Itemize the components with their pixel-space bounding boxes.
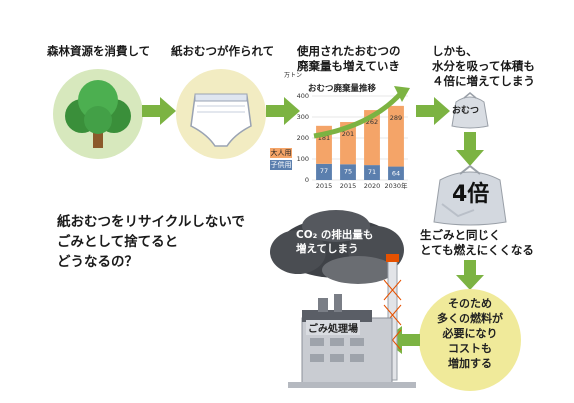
bar-adult-label: 201	[342, 130, 354, 138]
flow-arrow-1	[142, 97, 176, 125]
bar-adult	[340, 122, 356, 165]
step6-line5: 増加する	[448, 357, 492, 370]
step5-line2: とても燃えにくくなる	[420, 243, 534, 257]
step4-caption: しかも、 水分を吸って体積も ４倍に増えてしまう	[432, 44, 535, 89]
x-tick-label: 2015	[340, 182, 357, 190]
step2-caption: 紙おむつが作られて	[171, 44, 275, 58]
x-tick-label: 2015	[316, 182, 333, 190]
waste-chart: おむつ廃棄量推移 万トン 0 100 200 300 400 181 77 2015 201 75…	[268, 72, 418, 192]
bar-adult-label: 262	[366, 118, 378, 126]
y-tick-label: 100	[297, 155, 309, 163]
bar-adult	[388, 105, 404, 167]
paper-diaper-illustration	[176, 69, 266, 159]
bar-child	[388, 166, 404, 180]
incinerator-label: ごみ処理場	[306, 320, 360, 335]
times-four-label: 4倍	[452, 182, 490, 207]
y-tick-label: 300	[297, 113, 309, 121]
step3-caption: 使用されたおむつの 廃棄量も増えていき	[297, 44, 401, 74]
step4-line2: 水分を吸って体積も	[432, 59, 535, 73]
flow-arrow-3	[416, 97, 450, 125]
co2-line2: 増えてしまう	[296, 243, 359, 255]
legend-adult: 大人用	[270, 148, 292, 158]
trend-arrow-head	[394, 86, 410, 102]
cost-circle	[419, 289, 521, 391]
bar-child-label: 71	[368, 168, 376, 176]
bar-child	[340, 164, 356, 180]
bar-child	[316, 163, 332, 180]
step6-line1: そのため	[448, 297, 492, 310]
co2-line1: CO₂ の排出量も	[296, 229, 374, 241]
x-tick-label: 2020	[364, 182, 381, 190]
y-tick-label: 400	[297, 92, 309, 100]
smoke-cloud	[270, 210, 404, 284]
bar-adult-label: 181	[318, 134, 330, 142]
question-text: 紙おむつをリサイクルしないで ごみとして捨てると どうなるの？	[57, 212, 245, 272]
flow-arrow-down-2	[456, 260, 484, 290]
question-line3: どうなるの？	[57, 254, 138, 270]
step4-line3: ４倍に増えてしまう	[432, 74, 535, 88]
y-tick-label: 200	[297, 134, 309, 142]
chart-svg: 0 100 200 300 400 181 77 2015 201 75 2015 262 71 2020…	[297, 86, 410, 190]
forest-illustration	[53, 69, 143, 159]
step4-line1: しかも、	[432, 44, 478, 58]
step6-line4: コストも	[448, 342, 492, 355]
bar-child-label: 64	[392, 170, 400, 178]
chart-title: おむつ廃棄量推移	[308, 84, 377, 94]
step3-line2: 廃棄量も増えていき	[297, 59, 400, 73]
step6-caption: そのため 多くの燃料が 必要になり コストも 増加する	[418, 296, 522, 371]
step1-caption: 森林資源を消費して	[47, 44, 151, 58]
trend-arrow-shaft	[313, 90, 404, 139]
step5-caption: 生ごみと同じく とても燃えにくくなる	[420, 228, 534, 258]
bar-child	[364, 165, 380, 180]
legend-child: 子供用	[270, 160, 292, 170]
diaper-bag-small	[451, 92, 489, 129]
question-line1: 紙おむつをリサイクルしないで	[57, 214, 245, 230]
flow-arrow-down-1	[456, 132, 484, 166]
bar-child-label: 77	[320, 167, 328, 175]
bar-child-label: 75	[344, 167, 352, 175]
diaper-bag-large	[433, 164, 507, 226]
y-tick-label: 0	[305, 176, 309, 184]
step6-line3: 必要になり	[442, 327, 498, 340]
chart-unit: 万トン	[284, 72, 303, 79]
step5-line1: 生ごみと同じく	[420, 228, 501, 242]
question-line2: ごみとして捨てると	[57, 234, 179, 250]
bar-adult	[364, 110, 380, 166]
co2-text: CO₂ の排出量も 増えてしまう	[296, 228, 373, 256]
flow-arrow-2	[266, 97, 300, 125]
bar-adult-label: 289	[390, 114, 402, 122]
x-tick-label: 2030年	[384, 181, 408, 190]
diaper-bag-label: おむつ	[452, 106, 480, 116]
step3-line1: 使用されたおむつの	[297, 44, 401, 58]
step6-line2: 多くの燃料が	[437, 312, 503, 325]
